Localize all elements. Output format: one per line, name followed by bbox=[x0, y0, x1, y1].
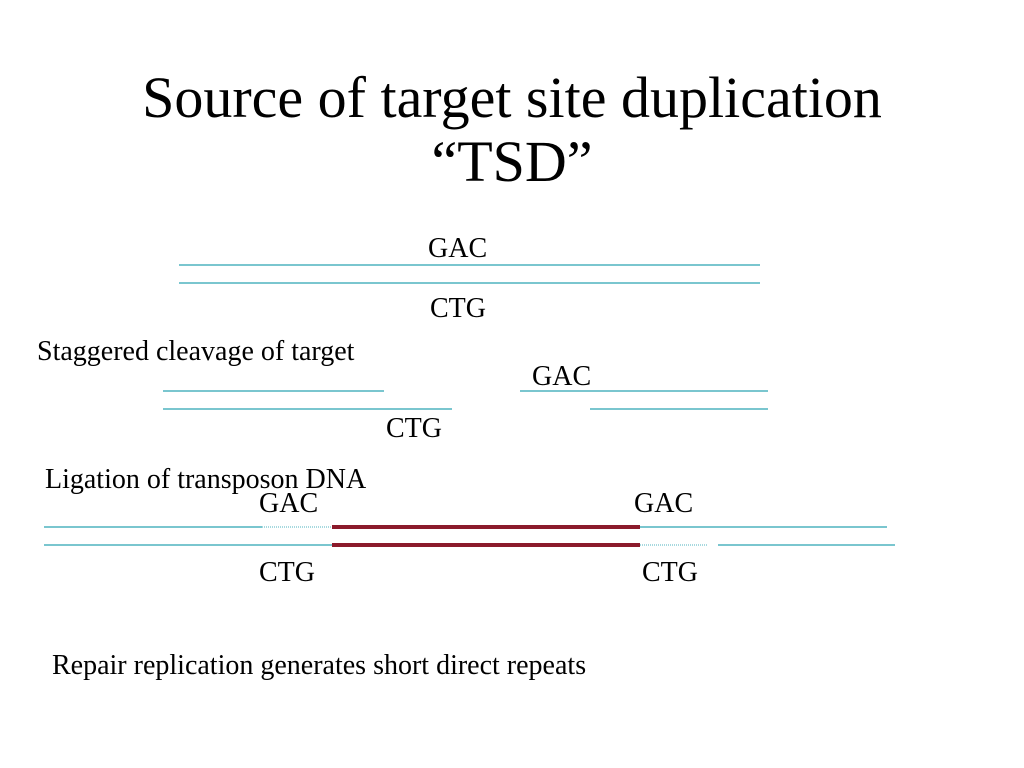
intact-bottom-sequence: CTG bbox=[430, 293, 486, 324]
title-line-1: Source of target site duplication bbox=[142, 65, 882, 130]
cleavage-top-sequence: GAC bbox=[532, 361, 592, 392]
ligation-label: Ligation of transposon DNA bbox=[45, 464, 367, 495]
ligation-left-bottom-sequence: CTG bbox=[259, 557, 315, 588]
intact-top-sequence: GAC bbox=[428, 233, 488, 264]
repair-label: Repair replication generates short direc… bbox=[52, 650, 587, 681]
cleavage-bottom-sequence: CTG bbox=[386, 413, 442, 444]
slide-title: Source of target site duplication “TSD” bbox=[0, 66, 1024, 194]
ligation-right-bottom-sequence: CTG bbox=[642, 557, 698, 588]
ligation-right-top-sequence: GAC bbox=[634, 488, 694, 519]
cleavage-label: Staggered cleavage of target bbox=[37, 336, 355, 367]
title-line-2: “TSD” bbox=[431, 129, 593, 194]
ligation-left-top-sequence: GAC bbox=[259, 488, 319, 519]
